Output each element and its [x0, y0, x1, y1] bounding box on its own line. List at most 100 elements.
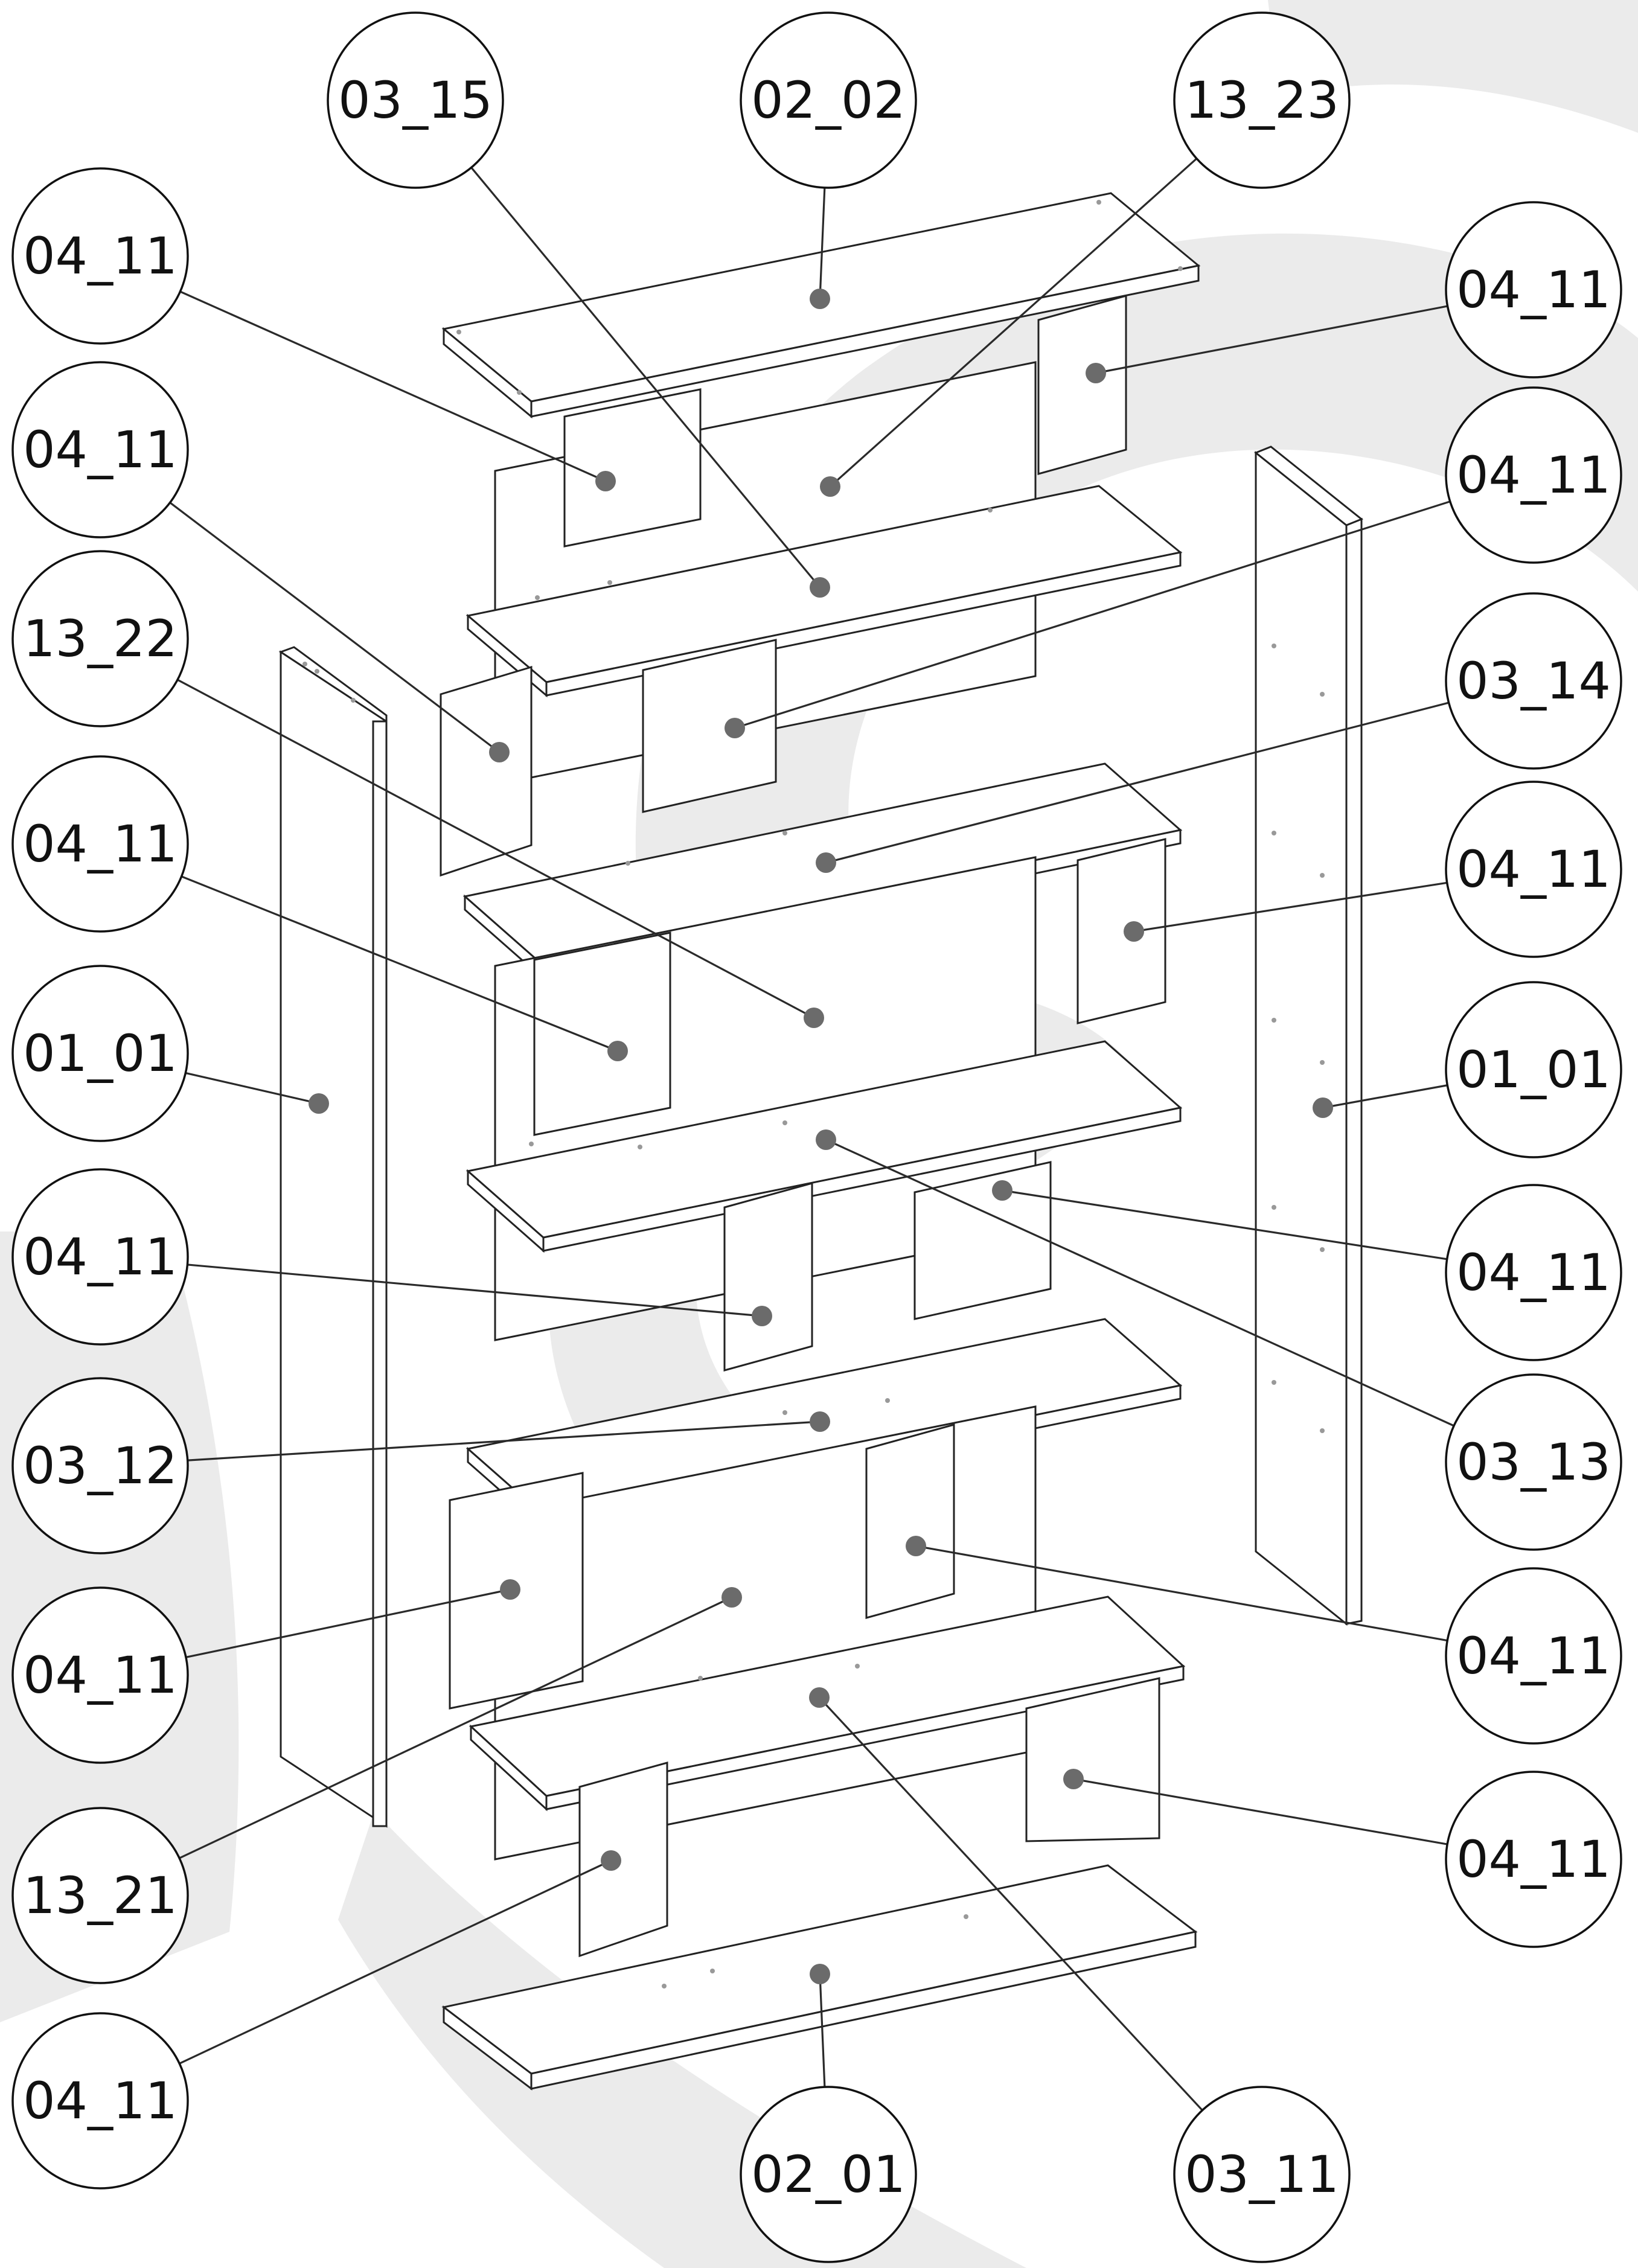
callout-bubble: 04_11: [1445, 386, 1622, 564]
bubble-circle: [1445, 386, 1622, 564]
furniture-parts: [278, 192, 1363, 2091]
leader-line: [187, 1420, 821, 1461]
anchor-dot: [810, 577, 830, 598]
dividers-row-3: [533, 838, 1166, 1136]
leader-line: [169, 502, 500, 753]
part-code-label: 03_13: [1456, 1433, 1611, 1492]
bubble-circle: [11, 965, 189, 1142]
anchor-dot: [595, 471, 616, 491]
bubble-circle: [11, 167, 189, 345]
leader-line: [915, 1545, 1448, 1642]
bubble-circle: [11, 1807, 189, 1984]
anchor-dot: [1313, 1097, 1333, 1118]
leader-line: [825, 1139, 1454, 1427]
part-code-label: 04_11: [23, 814, 178, 874]
leader-line: [819, 1973, 826, 2088]
callout-bubble: 03_13: [1445, 1373, 1622, 1551]
part-code-label: 04_11: [1456, 840, 1611, 899]
bubble-circle: [1445, 781, 1622, 958]
bubble-circle: [11, 550, 189, 727]
left-side-panel: [278, 646, 388, 1828]
dividers-row-2: [440, 639, 777, 877]
dividers-row-4: [723, 1161, 1052, 1372]
bubble-circle: [11, 361, 189, 538]
callout-bubble: 04_11: [1445, 781, 1622, 958]
anchor-dot: [489, 742, 510, 762]
callout-bubble: 02_02: [740, 11, 917, 189]
anchor-dot: [804, 1008, 824, 1028]
callout-bubble: 04_11: [1445, 1567, 1622, 1745]
bubble-circle: [1173, 11, 1351, 189]
anchor-dot: [820, 476, 840, 497]
part-code-label: 02_01: [751, 2145, 906, 2204]
anchor-dot: [906, 1536, 926, 1556]
part-code-label: 01_01: [23, 1024, 178, 1083]
part-code-label: 01_01: [1456, 1040, 1611, 1099]
leader-line: [734, 500, 1451, 729]
anchor-dot: [725, 718, 745, 738]
bubble-circle: [11, 2012, 189, 2190]
callout-bubble: 13_21: [11, 1807, 189, 1984]
callout-bubble: 04_11: [1445, 201, 1622, 379]
callout-bubble: 01_01: [1445, 981, 1622, 1158]
bubble-circle: [1445, 1184, 1622, 1361]
anchor-dot: [1086, 363, 1106, 383]
leader-line: [179, 1859, 612, 2065]
bubble-circle: [1173, 2086, 1351, 2263]
callout-bubble: 03_15: [327, 11, 504, 189]
bubble-circle: [740, 2086, 917, 2263]
leader-line: [1002, 1189, 1447, 1260]
part-code-label: 13_22: [23, 609, 178, 668]
anchor-dot: [607, 1041, 628, 1061]
leader-line: [470, 167, 821, 589]
leader-line: [187, 1263, 763, 1317]
bubble-circle: [11, 1586, 189, 1764]
anchor-dot: [721, 1587, 742, 1608]
leader-line: [1322, 1084, 1448, 1109]
anchor-dot: [992, 1180, 1013, 1201]
callout-bubble: 03_11: [1173, 2086, 1351, 2263]
part-code-label: 04_11: [1456, 260, 1611, 319]
leader-line: [185, 1072, 319, 1105]
part-code-label: 04_11: [1456, 1243, 1611, 1302]
part-code-label: 03_12: [23, 1436, 178, 1495]
bubble-circle: [327, 11, 504, 189]
bubble-circle: [1445, 201, 1622, 379]
anchor-dot: [309, 1093, 329, 1114]
anchor-dot: [816, 852, 836, 873]
leader-line: [179, 1596, 732, 1859]
callout-bubble: 04_11: [1445, 1184, 1622, 1361]
anchor-dot: [810, 1411, 830, 1432]
callout-bubble: 03_14: [1445, 592, 1622, 770]
leader-line: [1073, 1778, 1448, 1845]
dividers-row-6: [578, 1677, 1160, 1958]
callout-bubble: 13_23: [1173, 11, 1351, 189]
bubble-circle: [11, 1377, 189, 1554]
part-code-label: 02_02: [751, 71, 906, 130]
callout-bubble: 02_01: [740, 2086, 917, 2263]
callout-bubble: 03_12: [11, 1377, 189, 1554]
leader-lines: [169, 158, 1454, 2111]
upper-dividers: [563, 295, 1127, 548]
bubble-circle: [740, 11, 917, 189]
anchor-dot: [1063, 1769, 1084, 1789]
part-code-label: 04_11: [23, 1646, 178, 1705]
part-code-label: 04_11: [23, 2071, 178, 2130]
bubble-circle: [11, 1168, 189, 1346]
callout-bubble: 04_11: [1445, 1771, 1622, 1948]
anchor-dot: [809, 1687, 830, 1708]
leader-line: [177, 679, 814, 1019]
part-code-label: 03_14: [1456, 651, 1611, 711]
anchor-dot: [810, 1964, 830, 1984]
part-code-label: 13_21: [23, 1866, 178, 1925]
leader-line: [181, 875, 618, 1052]
callout-bubble: 04_11: [11, 361, 189, 538]
part-code-label: 04_11: [23, 226, 178, 286]
part-code-label: 04_11: [23, 420, 178, 479]
right-side-panel: [1254, 446, 1363, 1626]
leader-line: [819, 187, 826, 299]
part-code-label: 04_11: [1456, 1626, 1611, 1685]
part-code-label: 13_23: [1185, 71, 1339, 130]
callout-anchor-dots: [309, 289, 1333, 1984]
